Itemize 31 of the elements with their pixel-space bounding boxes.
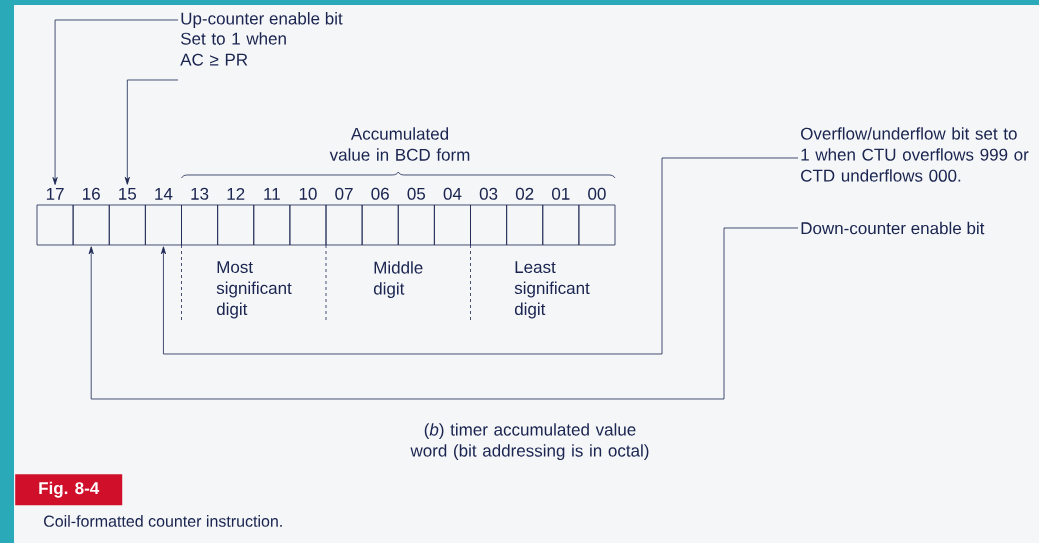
annotation-text: Overflow/underflow bit set to 1 when CTU overflows 999 or CTD underflows 000. — [801, 127, 1029, 182]
annotation-text: Set to 1 when AC ≥ PR — [180, 32, 286, 66]
bit-number: 13 — [191, 187, 209, 200]
bit-number: 00 — [588, 187, 606, 200]
bit-number: 16 — [83, 187, 100, 200]
brace-label: Accumulated value in BCD form — [329, 127, 470, 161]
leader-arrow — [88, 227, 799, 400]
annotation-text: Up-counter enable bit — [181, 12, 343, 28]
leader-arrow — [52, 19, 179, 185]
bit-number: 04 — [443, 187, 462, 200]
bit-number: 17 — [46, 188, 64, 200]
bit-number: 05 — [407, 187, 426, 200]
bit-number: 15 — [119, 187, 137, 200]
bit-number: 03 — [479, 187, 498, 200]
figure-note: (b) timer accumulated value word (bit addressing is in octal) — [410, 423, 649, 461]
bit-number: 12 — [227, 187, 245, 200]
bit-number: 06 — [371, 187, 389, 200]
bit-number: 11 — [264, 188, 280, 200]
digit-label: Most significant digit — [216, 261, 292, 319]
leader-arrow — [160, 157, 799, 355]
bit-number: 14 — [155, 188, 173, 200]
caption-text: Coil-formatted counter instruction. — [44, 515, 282, 527]
digit-label: Middle digit — [373, 261, 423, 299]
leader-arrow — [124, 79, 179, 185]
bit-number: 02 — [515, 187, 534, 200]
bit-number: 01 — [552, 187, 570, 200]
figure-badge: Fig. 8-4 — [15, 474, 123, 506]
bit-number: 10 — [299, 187, 317, 200]
digit-label: Least significant digit — [514, 261, 590, 319]
bit-number: 07 — [335, 187, 353, 200]
annotation-text: Down-counter enable bit — [801, 221, 985, 235]
